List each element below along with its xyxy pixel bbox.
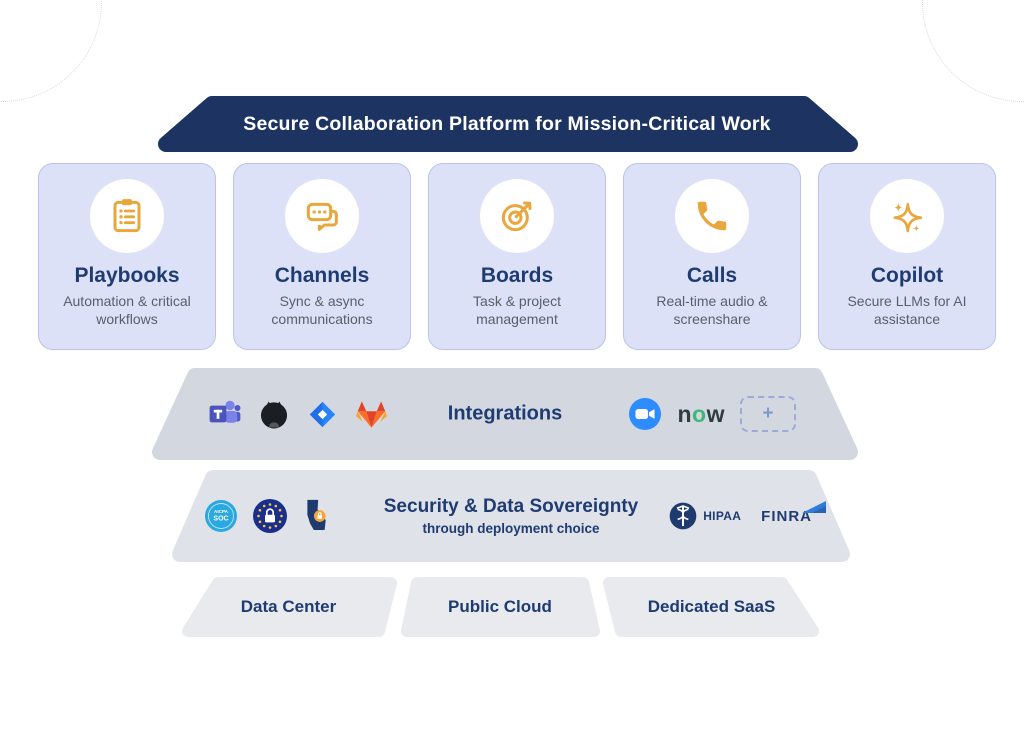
card-description: Sync & async communications — [271, 293, 373, 327]
gitlab-logo — [356, 400, 387, 428]
soc-badge-text: SOC — [213, 516, 228, 523]
finra-badge: FINRA — [761, 500, 826, 525]
target-arrow-icon — [501, 201, 532, 232]
integration-logos-right: n o w + — [628, 368, 796, 460]
deployment-label: Data Center — [240, 597, 337, 616]
icon-circle — [480, 179, 554, 253]
integrations-trapezoid-shape — [152, 368, 858, 460]
security-content: AICPA SOC — [168, 470, 854, 562]
servicenow-letter: w — [706, 400, 725, 427]
clipboard-icon — [113, 199, 141, 233]
card-description: Secure LLMs for AI assistance — [847, 293, 967, 327]
integrations-label: Integrations — [447, 402, 563, 425]
security-trapezoid-shape — [172, 470, 850, 562]
security-text: Security & Data Sovereignty through depl… — [384, 496, 638, 536]
github-logo — [260, 401, 288, 429]
zoom-logo — [629, 398, 662, 430]
banner-trapezoid-shape — [158, 96, 858, 152]
card-description: Task & project management — [473, 293, 561, 327]
servicenow-letter-o: o — [692, 400, 707, 427]
finra-label: FINRA — [761, 507, 812, 525]
chat-bubbles-icon — [306, 202, 338, 231]
icon-circle — [870, 179, 944, 253]
card-title: Playbooks — [74, 264, 180, 287]
plus-icon: + — [762, 403, 774, 424]
hipaa-label: HIPAA — [703, 509, 742, 523]
card-title: Boards — [480, 264, 554, 287]
banner-title: Secure Collaboration Platform for Missio… — [243, 112, 771, 135]
jira-logo — [309, 401, 336, 427]
phone-icon — [697, 201, 727, 231]
microsoft-teams-logo — [209, 400, 241, 423]
deployment-option-data-center: Data Center — [180, 577, 397, 637]
card-title: Calls — [686, 264, 738, 287]
soc-badge-text: AICPA — [214, 509, 229, 514]
card-copilot: Copilot Secure LLMs for AI assistance — [818, 163, 996, 350]
finra-flag-icon — [802, 500, 826, 513]
aicpa-soc-badge: AICPA SOC — [205, 500, 237, 532]
deployment-option-dedicated-saas: Dedicated SaaS — [603, 577, 820, 637]
deployment-shape — [401, 577, 600, 637]
security-badges-left: AICPA SOC — [204, 470, 330, 562]
hipaa-badge: HIPAA — [667, 500, 741, 532]
feature-cards-row: Playbooks Automation & critical workflow… — [38, 163, 996, 350]
add-integration-box: + — [740, 396, 796, 432]
security-badges-right: HIPAA FINRA — [667, 470, 826, 562]
card-boards: Boards Task & project management — [428, 163, 606, 350]
servicenow-logo: n o w — [677, 401, 725, 428]
card-calls: Calls Real-time audio & screenshare — [623, 163, 801, 350]
corner-arc — [922, 0, 1024, 102]
card-title: Channels — [274, 264, 370, 287]
deployment-label: Dedicated SaaS — [647, 597, 776, 616]
deployment-label: Public Cloud — [448, 597, 552, 616]
security-band: AICPA SOC — [168, 470, 854, 562]
security-subtitle: through deployment choice — [422, 521, 600, 536]
security-title: Security & Data Sovereignty — [383, 496, 639, 517]
sparkles-icon — [893, 203, 923, 233]
ccpa-badge — [307, 499, 326, 530]
card-description: Real-time audio & screenshare — [656, 293, 768, 327]
servicenow-letter: n — [677, 400, 693, 427]
icon-circle — [90, 179, 164, 253]
card-title: Copilot — [870, 264, 944, 287]
icon-circle — [675, 179, 749, 253]
deployment-option-public-cloud: Public Cloud — [400, 577, 600, 637]
title-banner: Secure Collaboration Platform for Missio… — [152, 96, 862, 152]
gdpr-badge — [253, 499, 287, 533]
integration-logos-left — [206, 368, 389, 460]
card-channels: Channels Sync & async communications — [233, 163, 411, 350]
card-description: Automation & critical workflows — [63, 293, 191, 327]
icon-circle — [285, 179, 359, 253]
deployment-shape — [182, 577, 397, 637]
corner-arc — [0, 0, 102, 102]
card-playbooks: Playbooks Automation & critical workflow… — [38, 163, 216, 350]
integrations-content: Integrations n o w + — [148, 368, 862, 460]
integrations-band: Integrations n o w + — [148, 368, 862, 460]
deployment-shape — [603, 577, 819, 637]
hipaa-caduceus-icon — [669, 502, 697, 530]
